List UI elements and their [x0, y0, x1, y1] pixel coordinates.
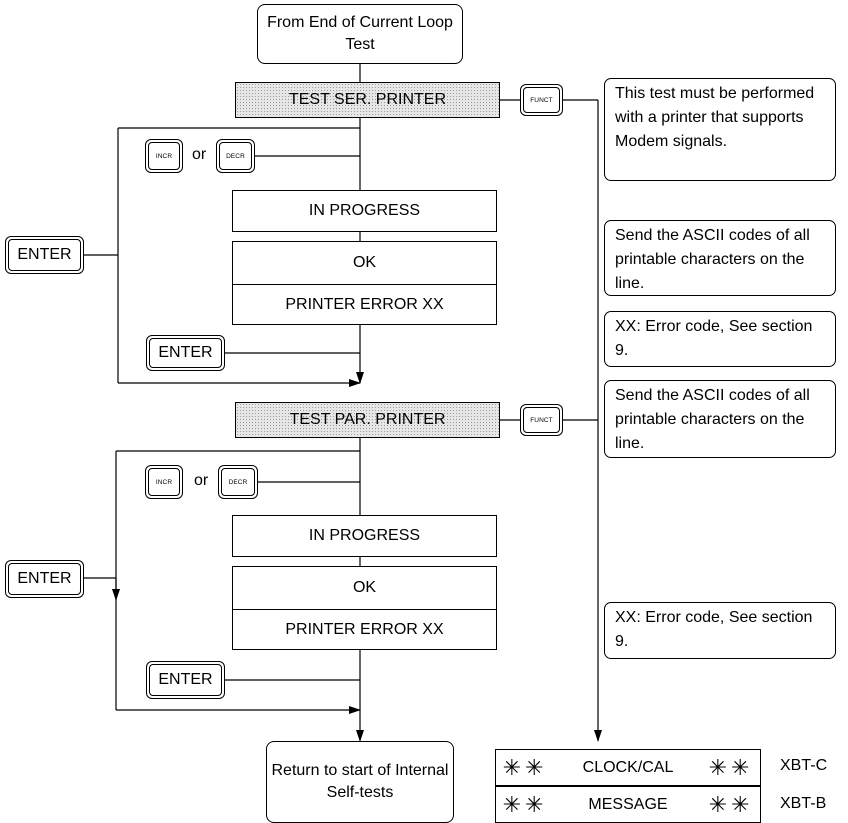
enter-key-parallel-left[interactable]: ENTER — [5, 560, 84, 598]
note-ascii-parallel: Send the ASCII codes of all printable ch… — [604, 380, 836, 458]
test-par-printer-header: TEST PAR. PRINTER — [235, 402, 500, 438]
display-code-xbt-c: XBT-C — [780, 757, 828, 774]
printer-error-serial: PRINTER ERROR XX — [233, 284, 496, 325]
incr-key-parallel[interactable]: INCR — [145, 465, 183, 499]
display-code-xbt-b: XBT-B — [780, 795, 827, 812]
display-text: CLOCK/CAL — [582, 758, 674, 776]
asterisk-icon: ✳✳ — [708, 754, 754, 780]
enter-key-parallel-bottom[interactable]: ENTER — [146, 661, 225, 699]
enter-key-label: ENTER — [8, 563, 81, 595]
decr-key-label: DECR — [219, 142, 252, 170]
funct-key-label: FUNCT — [523, 407, 560, 433]
funct-key-label: FUNCT — [523, 87, 560, 113]
incr-key-label: INCR — [148, 142, 180, 170]
incr-key-label: INCR — [148, 468, 180, 496]
ok-serial: OK — [352, 254, 377, 271]
note-ascii-serial: Send the ASCII codes of all printable ch… — [604, 220, 836, 296]
display-message: ✳✳ MESSAGE ✳✳ — [495, 786, 761, 823]
decr-key-parallel[interactable]: DECR — [218, 465, 258, 499]
note-error-serial: XX: Error code, See section 9. — [604, 311, 836, 367]
asterisk-icon: ✳✳ — [708, 791, 754, 817]
result-box-parallel: OK PRINTER ERROR XX — [232, 566, 497, 650]
test-ser-printer-header: TEST SER. PRINTER — [235, 82, 500, 118]
note-modem-requirement: This test must be performed with a print… — [604, 78, 836, 181]
or-label: or — [194, 472, 209, 489]
decr-key-label: DECR — [221, 468, 255, 496]
or-label: or — [192, 146, 207, 163]
enter-key-serial-bottom[interactable]: ENTER — [146, 335, 225, 371]
start-box: From End of Current Loop Test — [257, 4, 463, 64]
display-text: MESSAGE — [588, 795, 668, 813]
end-box: Return to start of Internal Self-tests — [266, 741, 454, 823]
in-progress-serial: IN PROGRESS — [232, 190, 497, 232]
printer-error-parallel: PRINTER ERROR XX — [233, 609, 496, 650]
enter-key-label: ENTER — [8, 239, 81, 271]
result-box-serial: OK PRINTER ERROR XX — [232, 241, 497, 325]
enter-key-serial-left[interactable]: ENTER — [5, 236, 84, 274]
incr-key-serial[interactable]: INCR — [145, 139, 183, 173]
in-progress-parallel: IN PROGRESS — [232, 515, 497, 557]
decr-key-serial[interactable]: DECR — [216, 139, 255, 173]
funct-key-parallel[interactable]: FUNCT — [520, 404, 563, 436]
asterisk-icon: ✳✳ — [502, 754, 548, 780]
display-clock-cal: ✳✳ CLOCK/CAL ✳✳ — [495, 749, 761, 786]
ok-parallel: OK — [352, 579, 377, 596]
enter-key-label: ENTER — [149, 338, 222, 368]
enter-key-label: ENTER — [149, 664, 222, 696]
funct-key-serial[interactable]: FUNCT — [520, 84, 563, 116]
note-error-parallel: XX: Error code, See section 9. — [604, 602, 836, 659]
asterisk-icon: ✳✳ — [502, 791, 548, 817]
